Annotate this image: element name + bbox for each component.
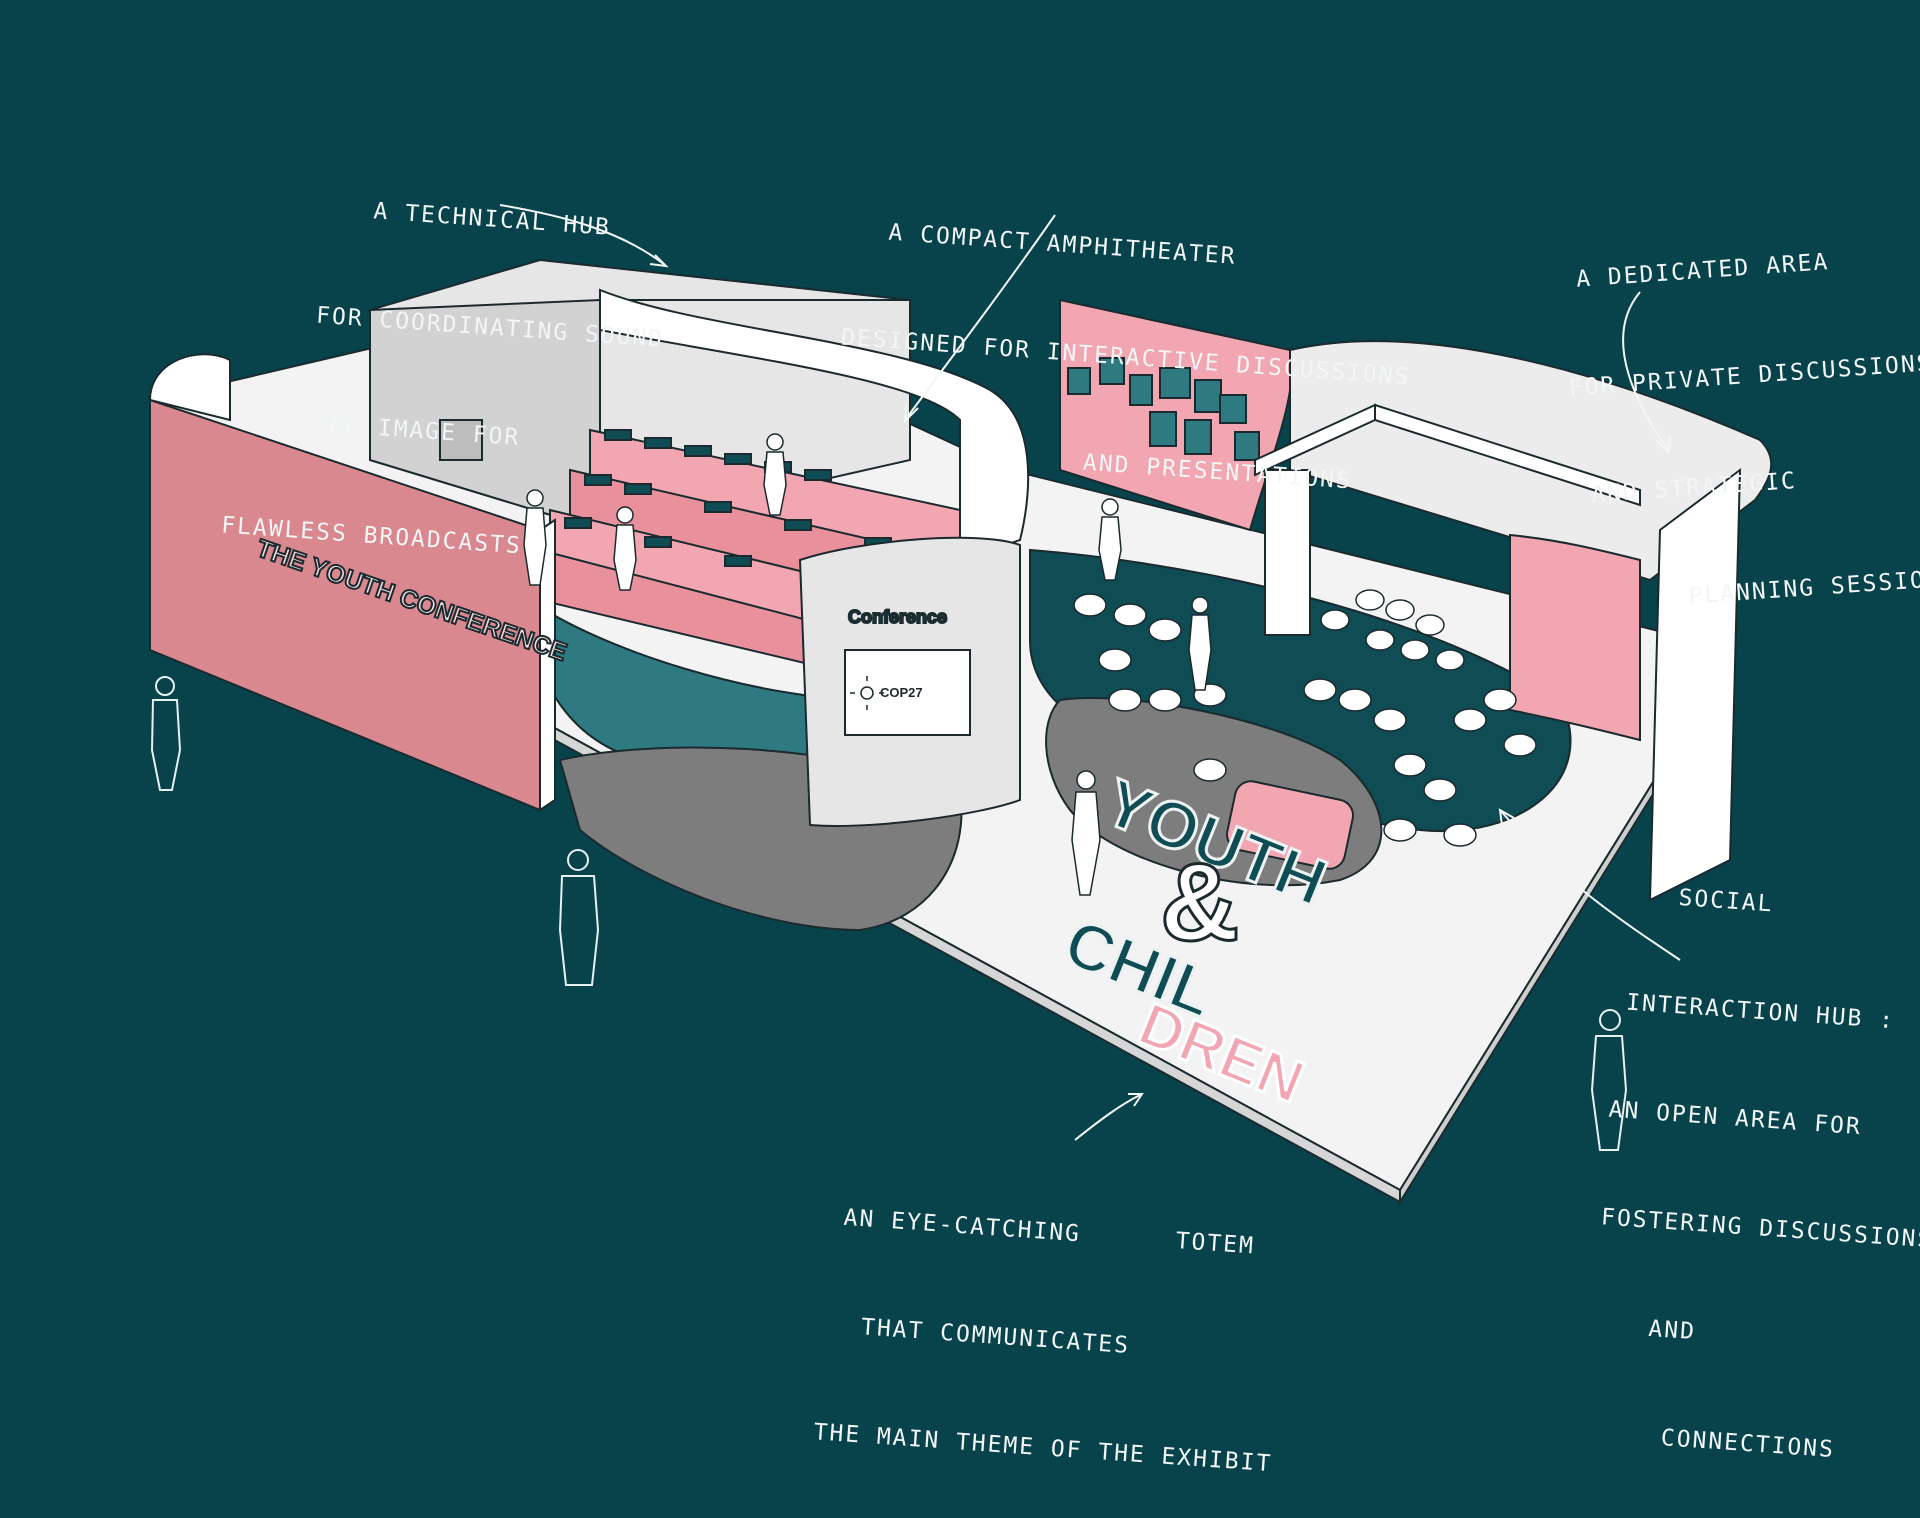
conference-pod: Conference COP27: [798, 536, 1021, 827]
annotation-line: Social: [1677, 884, 1775, 918]
annotation-line: for private discussions: [1567, 350, 1920, 402]
private-discussion-room: [1254, 340, 1773, 902]
visitor-figure-center: [558, 849, 600, 986]
annotation-line: An eye-catching totem: [842, 1204, 1256, 1260]
annotation-line: fostering discussions: [1600, 1204, 1920, 1254]
annotation-arrows: [499, 204, 1681, 1141]
annotation-line: designed for interactive discussions: [840, 324, 1412, 391]
annotation-line: planning sessions: [1687, 564, 1920, 610]
annotation-line: and image for: [313, 410, 522, 452]
annotation-line: and strategic: [1590, 467, 1798, 509]
annotation-dedicated-area: A dedicated area for private discussions…: [1567, 165, 1920, 657]
annotation-totem: An eye-catching totem that communicates …: [813, 1128, 1294, 1518]
booth-person: [1098, 498, 1122, 581]
visitor-figures: [150, 676, 1628, 1151]
annotation-line: A compact amphitheater: [887, 219, 1238, 270]
sun-logo-icon: [850, 676, 884, 710]
visitor-figure-left: [150, 676, 182, 791]
annotation-line: for coordinating sound: [315, 302, 665, 353]
booth-person: [1071, 770, 1101, 896]
booth-person: [613, 506, 637, 591]
cop27-logo: COP27: [880, 685, 923, 700]
totem-ampersand: &: [1160, 841, 1239, 964]
annotation-line: A technical hub: [372, 198, 612, 241]
annotation-line: an open area for: [1607, 1096, 1863, 1141]
pod-title: Conference: [848, 607, 947, 627]
annotation-line: and: [1647, 1315, 1697, 1346]
booth-figures: [523, 433, 1212, 896]
annotation-line: and presentations: [1082, 449, 1353, 495]
annotation-technical-hub: A technical hub for coordinating sound a…: [220, 118, 677, 609]
annotation-line: connections: [1659, 1425, 1836, 1464]
youth-conference-banner-wall: THE YOUTH CONFERENCE: [148, 353, 571, 812]
annotation-line: that communicates: [860, 1314, 1131, 1360]
annotation-social-hub: Social interaction hub : an open area fo…: [1592, 805, 1920, 1510]
annotation-amphitheater: A compact amphitheater designed for inte…: [830, 140, 1424, 539]
booth-person: [1188, 596, 1212, 691]
exhibition-booth-sketch: THE YOUTH CONFERENCE Conference COP27: [147, 204, 1773, 1206]
pink-frame-wall: [1059, 298, 1293, 532]
booth-person: [763, 433, 787, 516]
booth-person: [523, 489, 547, 586]
social-hub-chairs: [1073, 589, 1537, 847]
annotation-line: the main theme of the exhibit: [812, 1419, 1274, 1478]
annotation-line: A dedicated area: [1575, 249, 1831, 293]
visitor-figure-right: [1590, 1009, 1628, 1151]
annotation-line: interaction hub :: [1625, 989, 1896, 1035]
